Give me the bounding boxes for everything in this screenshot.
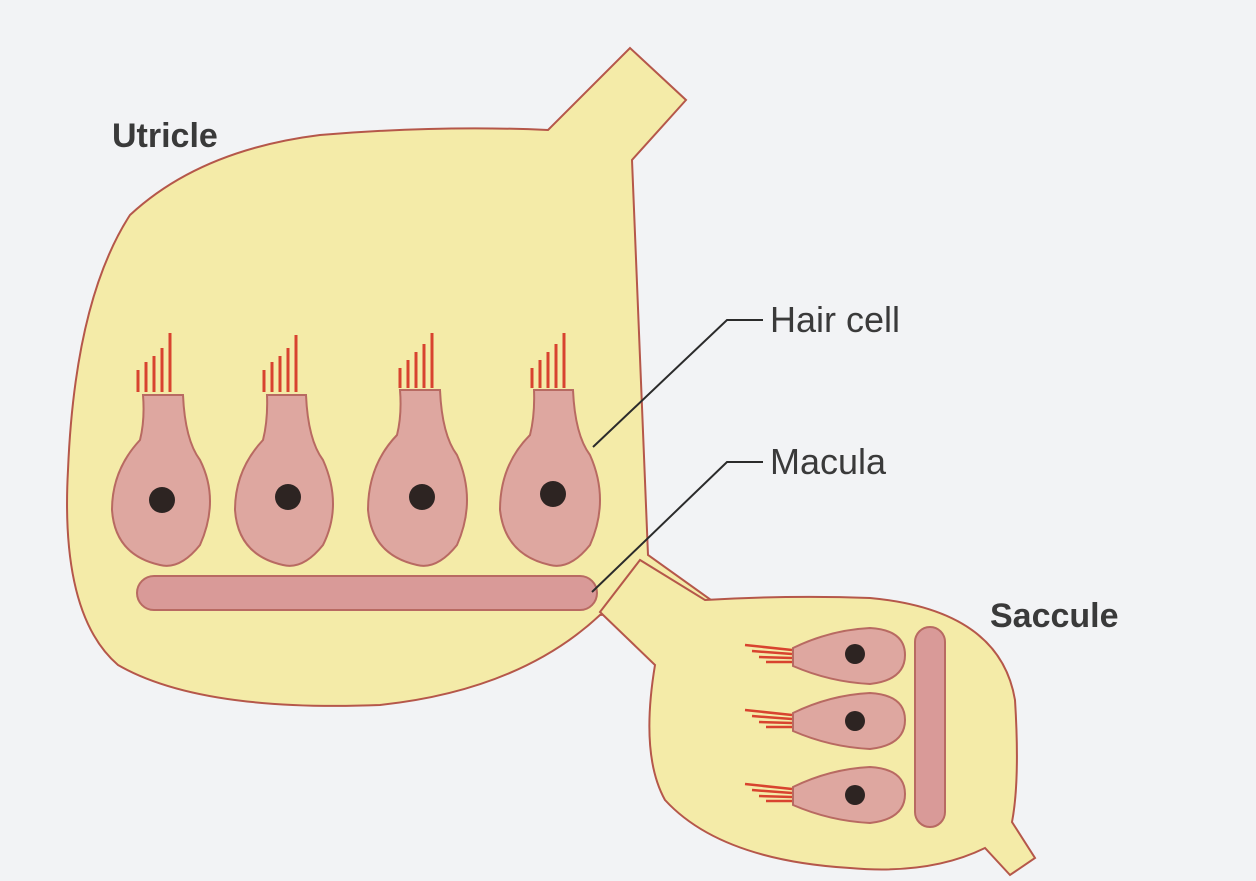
saccule-label: Saccule	[990, 597, 1119, 635]
utricle-label: Utricle	[112, 117, 218, 155]
utricle-macula	[137, 576, 597, 610]
saccule-macula	[915, 627, 945, 827]
macula-label: Macula	[770, 441, 887, 482]
hair-cell-label: Hair cell	[770, 299, 900, 340]
